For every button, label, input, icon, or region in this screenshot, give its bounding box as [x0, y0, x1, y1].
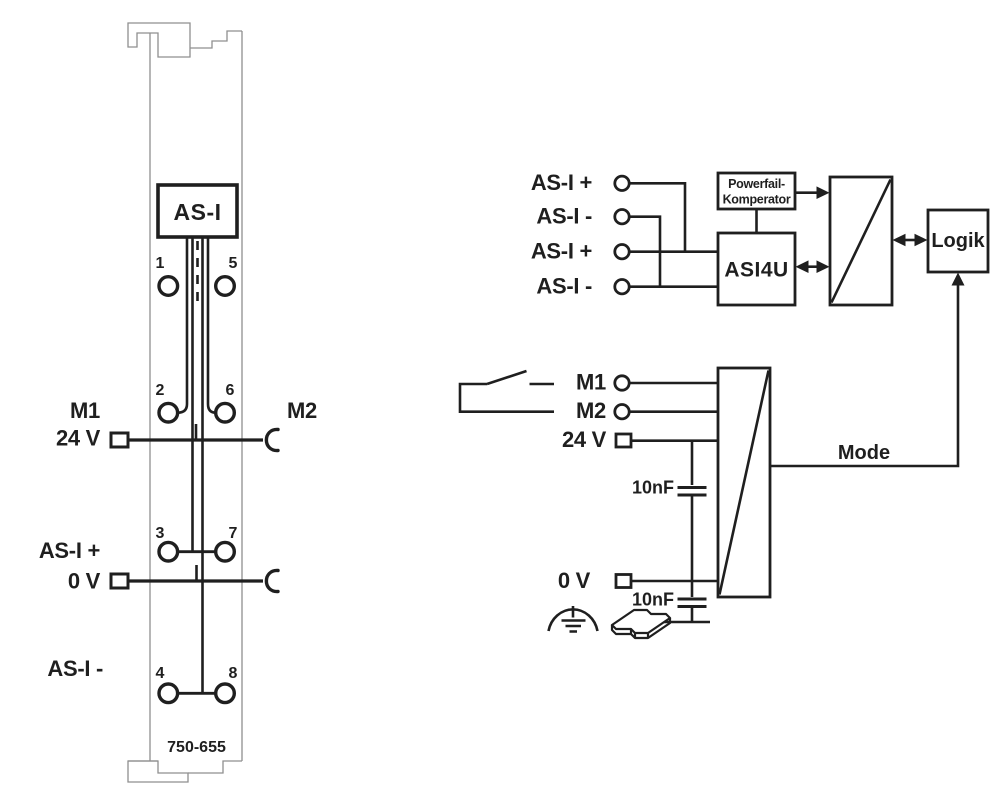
isolator-1: [828, 175, 894, 307]
logik-box-frame: [926, 208, 990, 274]
asi-connector-box: AS-I: [156, 183, 239, 239]
terminal-2-circle: [157, 401, 180, 424]
terminal-8-circle: [213, 682, 236, 705]
earth-and-rail: [547, 606, 672, 640]
module-labels: M1 24 V M2 AS-I + 0 V AS-I - 750-655: [39, 398, 317, 756]
label-24v: 24 V: [56, 426, 101, 451]
module-wires: [128, 237, 263, 695]
label-m2: M2: [287, 398, 317, 423]
capacitor-1-icon: [677, 486, 707, 497]
asi-input-2-pin: [613, 208, 631, 226]
asi-input-1-pin: [613, 174, 631, 192]
powerfail-komperator-box: Powerfail- Komperator: [716, 171, 797, 233]
asi-wire-1: [629, 182, 687, 252]
asi-input-1-label: AS-I +: [531, 170, 592, 195]
powerfail-label-line1: Powerfail-: [728, 177, 785, 191]
logik-box: Logik: [926, 208, 990, 274]
schematic-0v-label: 0 V: [558, 568, 591, 593]
arrow-right-icon: [914, 233, 928, 247]
terminal-7-circle: [213, 540, 236, 563]
isolator-2-diagonal: [718, 370, 770, 595]
asi-input-3-pin: [613, 243, 631, 261]
asi-wire-2: [629, 215, 662, 287]
module-top-right-profile: [190, 30, 242, 49]
arrow-left-icon: [892, 233, 906, 247]
mode-label: Mode: [838, 442, 890, 464]
asi-input-3-label: AS-I +: [531, 239, 592, 264]
wire-to-terminal-6: [206, 237, 216, 414]
terminal-4-circle: [157, 682, 180, 705]
label-asi-minus: AS-I -: [47, 656, 103, 681]
terminal-5-circle: [213, 275, 236, 298]
square-terminal-24v-schematic: [614, 432, 633, 449]
asi-input-4-pin: [613, 278, 631, 296]
asi4u-label: ASI4U: [724, 259, 788, 282]
terminal-3-label: 3: [156, 525, 165, 542]
m1-pin: [613, 374, 631, 392]
fork-connector-m2: [264, 427, 280, 453]
isolator-2: [716, 366, 772, 599]
mode-connection: Mode: [770, 272, 965, 468]
terminal-1-circle: [157, 275, 180, 298]
terminal-2-label: 2: [156, 382, 165, 399]
asi4u-box: ASI4U: [716, 231, 797, 307]
asi-input-4-label: AS-I -: [536, 274, 592, 299]
arrow-right-icon: [816, 260, 830, 273]
module-bottom-latch: [127, 760, 189, 783]
wire-to-terminal-2: [177, 237, 189, 414]
mode-wire: [770, 285, 960, 468]
module-housing-outline: [127, 22, 243, 783]
asi-box-frame: [156, 183, 239, 239]
module-power-connectors: [109, 427, 280, 594]
schematic-24v-label: 24 V: [562, 427, 607, 452]
terminal-7-label: 7: [229, 525, 238, 542]
schematic-arrows: [795, 186, 928, 273]
cap1-label: 10nF: [632, 478, 674, 498]
asi-box-label: AS-I: [174, 199, 222, 225]
din-rail-depth-lines: [610, 618, 672, 640]
asi-input-2-label: AS-I -: [536, 204, 592, 229]
powerfail-box-frame: [716, 171, 797, 211]
arrow-up-icon: [951, 272, 965, 286]
capacitor-2-icon: [677, 597, 707, 608]
schematic-asi-inputs: AS-I + AS-I - AS-I + AS-I -: [531, 170, 718, 299]
terminal-8-label: 8: [229, 665, 238, 682]
terminal-6-circle: [213, 401, 236, 424]
square-terminal-0v-schematic: [614, 573, 633, 589]
arrow-left-icon: [795, 260, 809, 273]
arrow-right-icon: [816, 186, 830, 199]
schematic-power-section: M1 M2 24 V 0 V 10nF 10nF: [458, 369, 718, 624]
schematic-m1-label: M1: [576, 370, 606, 395]
asi4u-box-frame: [716, 231, 797, 307]
terminal-4-label: 4: [156, 665, 165, 682]
powerfail-label-line2: Komperator: [723, 193, 791, 207]
label-0v: 0 V: [68, 569, 101, 594]
terminal-6-label: 6: [226, 382, 235, 399]
terminal-1-label: 1: [156, 255, 165, 272]
m2-pin: [613, 403, 631, 421]
schematic-m2-label: M2: [576, 398, 606, 423]
label-asi-plus: AS-I +: [39, 538, 100, 563]
logik-label: Logik: [931, 230, 985, 252]
module-bottom-right-profile: [188, 760, 242, 774]
part-number: 750-655: [167, 739, 226, 756]
isolator-1-diagonal: [830, 178, 892, 304]
module-terminals: 1 5 2 6 3 7 4 8: [156, 255, 238, 705]
earth-ground-icon: [561, 606, 586, 633]
square-terminal-0v: [109, 572, 130, 590]
switch-symbol: [458, 369, 554, 413]
terminal-5-label: 5: [229, 255, 238, 272]
square-terminal-24v: [109, 431, 130, 449]
cap2-label: 10nF: [632, 590, 674, 610]
fork-connector-0v: [264, 568, 280, 594]
terminal-3-circle: [157, 540, 180, 563]
module-top-latch: [127, 22, 191, 58]
label-m1: M1: [70, 398, 100, 423]
